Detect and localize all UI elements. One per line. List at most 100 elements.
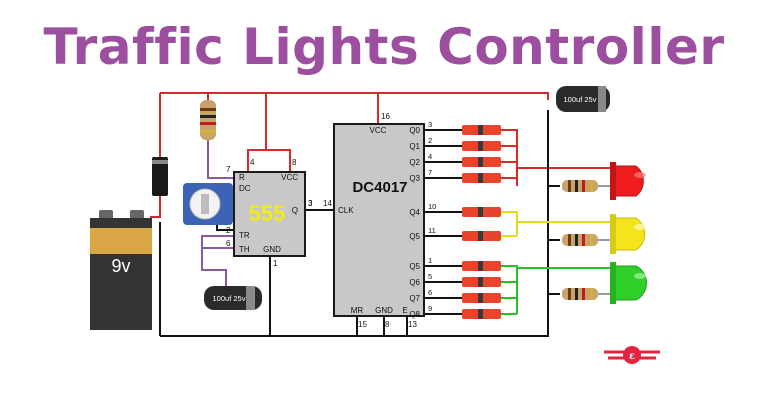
counter-output-label: Q0 [409, 126, 420, 135]
counter-output-pin-number: 11 [428, 226, 436, 235]
counter-output-pin-number: 5 [428, 272, 432, 281]
resistor-band-2 [200, 115, 216, 118]
counter-output-label: Q8 [409, 310, 420, 319]
timer-pinnum-gnd: 1 [273, 259, 278, 268]
resistor-band-1 [200, 108, 216, 111]
led-green-rim [610, 262, 616, 304]
diode-band [152, 160, 168, 164]
timer-pinnum-th: 6 [226, 239, 231, 248]
counter-label: DC4017 [352, 179, 407, 196]
power-wire-555-vcc [266, 149, 291, 172]
diode-band [478, 231, 483, 241]
red-led-bus [501, 129, 612, 186]
timer-pinnum-dc: 7 [226, 165, 231, 174]
diode-band [478, 173, 483, 183]
led-resistor-yellow-b3 [582, 234, 585, 246]
counter-output-pin-number: 4 [428, 152, 432, 161]
capacitor-bottom: 100uf 25v [204, 286, 262, 310]
led-red-body [611, 165, 644, 197]
diode-band [478, 309, 483, 319]
counter-output-pin-number: 9 [428, 304, 432, 313]
yellow-led-wires [501, 211, 612, 237]
brand-logo-icon: ε [604, 346, 660, 364]
led-resistor-red [562, 180, 598, 192]
led-yellow-body [611, 217, 646, 251]
green-led-bus [501, 265, 612, 315]
diode-band [478, 157, 483, 167]
counter-pinnum-mr: 15 [358, 320, 367, 329]
timer-pin-q: Q [292, 206, 298, 215]
diode-band [478, 277, 483, 287]
counter-pin-e: E [402, 306, 407, 315]
led-resistor-yellow [562, 234, 598, 246]
green-led-wires [501, 265, 612, 315]
yellow-led-bus [501, 211, 612, 237]
cap-top-stripe [598, 86, 606, 112]
led-resistor-red-b2 [575, 180, 578, 192]
led-resistor-red-b3 [582, 180, 585, 192]
timer-pinnum-vcc: 8 [292, 158, 297, 167]
counter-output-pin-number: 1 [428, 256, 432, 265]
timer-pinnum-r: 4 [250, 158, 255, 167]
battery-gold-band [90, 228, 152, 258]
timer-pin-th: TH [239, 245, 250, 254]
timer-pinnum-tr: 2 [226, 226, 231, 235]
led-green [610, 262, 648, 304]
diagram-title: Traffic Lights Controller [43, 18, 725, 76]
timer-pinnum-q: 3 [308, 199, 313, 208]
diode-band [478, 125, 483, 135]
battery-body [90, 254, 152, 330]
led-resistor-red-b1 [568, 180, 571, 192]
timing-resistor [200, 100, 216, 140]
timing-wire-resistor-to-dc [207, 140, 234, 179]
counter-output-pin-number: 2 [428, 136, 432, 145]
power-wire-diode-to-battery [150, 196, 161, 218]
diode-band [478, 293, 483, 303]
capacitor-top: 100uf 25v [556, 86, 610, 112]
led-yellow-shine [634, 224, 646, 230]
counter-output-pin-number: 3 [428, 120, 432, 129]
timer-pin-tr: TR [239, 231, 250, 240]
logo-wing-right [640, 350, 660, 360]
resistor-body [200, 100, 216, 140]
counter-output-label: Q1 [409, 142, 420, 151]
ground-wire-leds [548, 185, 560, 295]
clock-wire-number: 3 [308, 199, 313, 208]
timer-pin-gnd: GND [263, 245, 281, 254]
counter-output-label: Q3 [409, 174, 420, 183]
counter-pin-gnd: GND [375, 306, 393, 315]
led-red [610, 162, 646, 200]
counter-pinnum-clk: 14 [323, 199, 332, 208]
resistor-band-4 [200, 130, 216, 133]
led-resistor-yellow-b2 [575, 234, 578, 246]
counter-output-label: Q7 [409, 294, 420, 303]
timer-pin-dc: DC [239, 184, 251, 193]
timer-label: 555 [249, 201, 286, 226]
counter-pinnum-e: 13 [408, 320, 417, 329]
counter-4017-chip: DC4017 VCC CLK MR GND E 16 14 15 8 13 Q0… [323, 112, 436, 329]
counter-output-pin-number: 10 [428, 202, 436, 211]
counter-output-pin-number: 6 [428, 288, 432, 297]
timer-pin-vcc: VCC [281, 173, 298, 182]
counter-pinnum-vcc: 16 [381, 112, 390, 121]
led-resistor-green-b2 [575, 288, 578, 300]
timer-pin-r: R [239, 173, 245, 182]
resistor-band-3 [200, 122, 216, 125]
power-rail-top [160, 92, 549, 100]
diode-band [478, 207, 483, 217]
counter-output-label: Q6 [409, 278, 420, 287]
counter-pin-clk: CLK [338, 206, 354, 215]
counter-output-label: Q5 [409, 232, 420, 241]
led-red-shine [634, 172, 646, 178]
led-resistor-green-b1 [568, 288, 571, 300]
cap-top-body [556, 86, 610, 112]
timer-body [233, 171, 306, 257]
cap-bottom-label: 100uf 25v [213, 294, 246, 303]
cap-top-label: 100uf 25v [564, 95, 597, 104]
purple-timing-wires [201, 140, 234, 290]
led-green-shine [634, 273, 646, 279]
logo-circle [623, 346, 641, 364]
diode-band [478, 261, 483, 271]
